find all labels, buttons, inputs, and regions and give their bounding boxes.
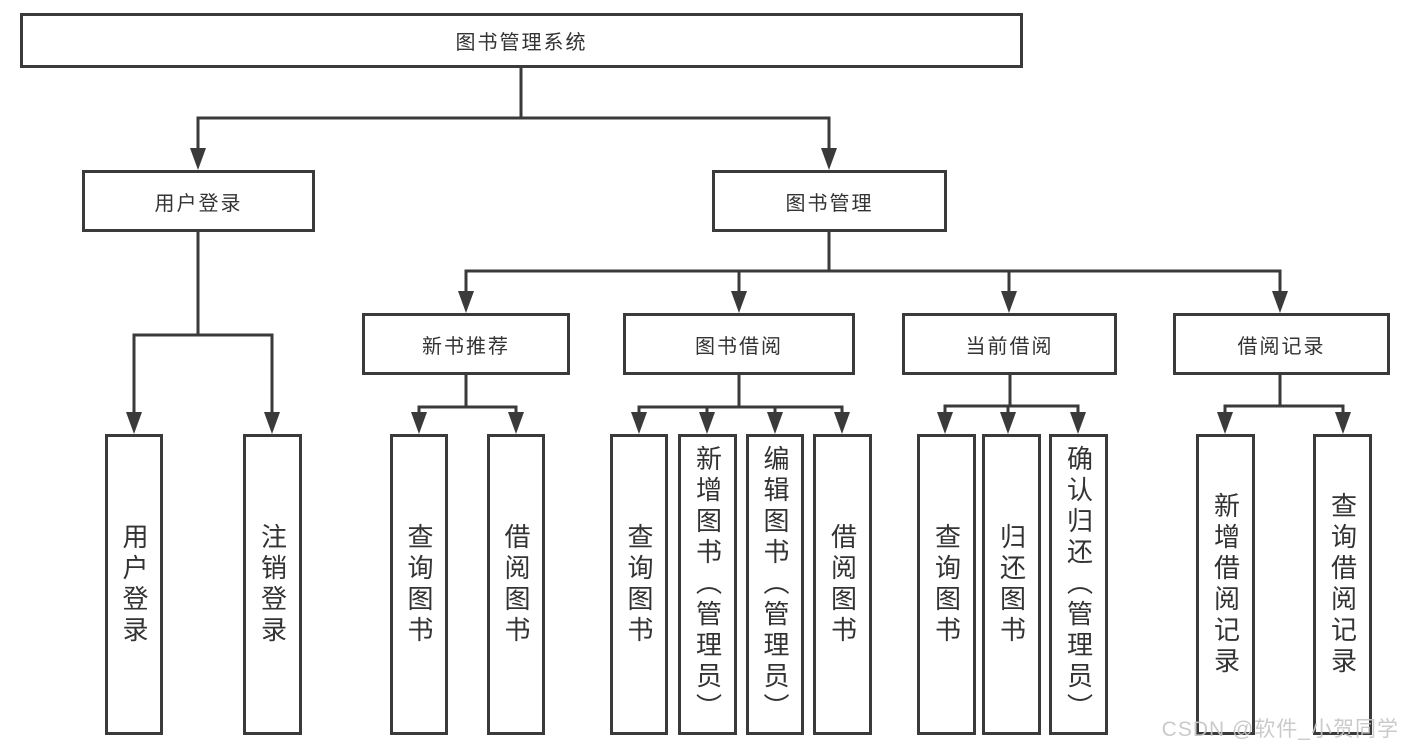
node-leaf-rec-add: 新增借阅记录	[1196, 434, 1255, 735]
node-root: 图书管理系统	[20, 13, 1023, 68]
node-leaf-rec-query: 查询借阅记录	[1313, 434, 1372, 735]
node-leaf-cb-return: 归还图书	[982, 434, 1041, 735]
arrowhead-icon	[1272, 291, 1288, 313]
node-book-mgmt: 图书管理	[712, 170, 947, 232]
node-leaf-nr-borrow: 借阅图书	[487, 434, 545, 735]
node-leaf-cb-confirm: 确认归还（管理员）	[1049, 434, 1108, 735]
arrowhead-icon	[767, 412, 783, 434]
arrowhead-icon	[631, 412, 647, 434]
node-leaf-bb-borrow: 借阅图书	[813, 434, 872, 735]
arrowhead-icon	[821, 148, 837, 170]
arrowhead-icon	[1001, 291, 1017, 313]
node-leaf-bb-add: 新增图书（管理员）	[678, 434, 737, 735]
arrowhead-icon	[1000, 412, 1016, 434]
arrowhead-icon	[1217, 412, 1233, 434]
arrowhead-icon	[1335, 412, 1351, 434]
node-leaf-logout: 注销登录	[243, 434, 302, 735]
node-borrow-records: 借阅记录	[1173, 313, 1390, 375]
arrowhead-icon	[508, 412, 524, 434]
node-leaf-cb-query: 查询图书	[917, 434, 976, 735]
watermark-text: CSDN @软件_小贺同学	[1161, 718, 1399, 741]
node-current-borrow: 当前借阅	[902, 313, 1117, 375]
node-leaf-bb-edit: 编辑图书（管理员）	[746, 434, 804, 735]
node-user-login: 用户登录	[82, 170, 315, 232]
arrowhead-icon	[937, 412, 953, 434]
node-book-borrow: 图书借阅	[623, 313, 855, 375]
arrowhead-icon	[834, 412, 850, 434]
arrowhead-icon	[458, 291, 474, 313]
arrowhead-icon	[411, 412, 427, 434]
arrowhead-icon	[731, 291, 747, 313]
node-leaf-nr-query: 查询图书	[390, 434, 448, 735]
arrowhead-icon	[190, 148, 206, 170]
node-new-book-rec: 新书推荐	[362, 313, 570, 375]
arrowhead-icon	[699, 412, 715, 434]
node-leaf-login: 用户登录	[105, 434, 163, 735]
arrowhead-icon	[264, 412, 280, 434]
arrowhead-icon	[1070, 412, 1086, 434]
arrowhead-icon	[126, 412, 142, 434]
node-leaf-bb-query: 查询图书	[610, 434, 668, 735]
